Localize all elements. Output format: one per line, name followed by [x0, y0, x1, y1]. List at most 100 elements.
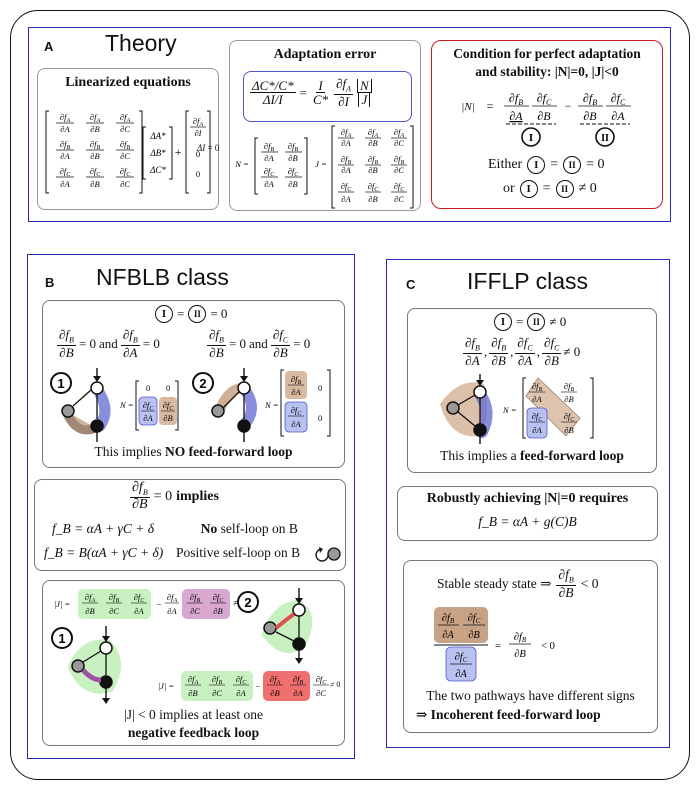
- svg-text:∂fB: ∂fB: [190, 592, 201, 604]
- panel-b-title: NFBLB class: [96, 264, 229, 290]
- circle-two: II: [563, 156, 582, 174]
- b-top-networks: 1 N = 0 0 ∂fC∂A ∂fC∂B 2: [48, 366, 340, 449]
- either-tail: = 0: [586, 157, 605, 172]
- svg-text:∂B: ∂B: [188, 688, 197, 698]
- c-stable-ratio-svg: ∂fB∂A ∂fC∂B ∂fC∂A = ∂fB∂B < 0: [434, 607, 555, 682]
- svg-text:∂B: ∂B: [564, 394, 573, 404]
- c-robust-eq: f_B = αA + g(C)B: [478, 514, 577, 529]
- b-mid-implies: implies: [176, 488, 219, 504]
- condition-box: [431, 40, 663, 209]
- svg-text:|J| =: |J| =: [158, 681, 174, 691]
- svg-text:∂C: ∂C: [120, 124, 130, 134]
- circle-two: II: [555, 180, 574, 198]
- b-top-eq-left: ∂fB∂B = 0 and ∂fB∂A = 0: [57, 327, 160, 360]
- svg-text:∂fB: ∂fB: [341, 154, 352, 166]
- svg-text:∂fA: ∂fA: [85, 592, 96, 604]
- b-mid-line1: f_B = αA + γC + δ No self-loop on B: [52, 521, 298, 537]
- c-top-network: N = ∂fB∂A ∂fB∂B ∂fC∂A ∂fC∂B: [420, 374, 610, 451]
- svg-text:∂C: ∂C: [109, 606, 119, 616]
- c-stable-box: [403, 560, 658, 733]
- adaptation-box: [229, 40, 421, 211]
- svg-text:∂fA: ∂fA: [341, 127, 352, 139]
- c-robust-box: [397, 486, 658, 541]
- b-bottom-net1-svg: 1: [51, 626, 121, 704]
- svg-text:∂I: ∂I: [194, 128, 202, 138]
- svg-text:I: I: [529, 132, 533, 144]
- svg-text:∂C: ∂C: [316, 688, 326, 698]
- svg-text:∂C: ∂C: [190, 606, 200, 616]
- panel-a-title: Theory: [105, 30, 177, 56]
- c-robust-heading: Robustly achieving |N|=0 requires: [426, 491, 629, 506]
- svg-text:∂A: ∂A: [442, 630, 454, 641]
- svg-text:∂A: ∂A: [293, 688, 303, 698]
- svg-text:∂fC: ∂fC: [291, 405, 303, 417]
- and: and: [99, 335, 118, 351]
- c-implies-text: This implies a: [440, 448, 517, 463]
- svg-text:∂B: ∂B: [163, 413, 172, 423]
- svg-text:∂C: ∂C: [120, 179, 130, 189]
- svg-text:∂A: ∂A: [341, 138, 351, 148]
- svg-text:∂A: ∂A: [291, 387, 301, 397]
- linearized-heading: Linearized equations: [65, 75, 191, 90]
- svg-text:0: 0: [196, 149, 200, 159]
- svg-text:2: 2: [199, 376, 206, 391]
- svg-text:∂B: ∂B: [583, 109, 597, 123]
- condition-heading-2: and stability: |N|=0, |J|<0: [475, 64, 619, 79]
- c-top-derivs: ∂fB∂A, ∂fB∂B, ∂fC∂A, ∂fC∂B ≠ 0: [463, 335, 581, 368]
- outer-frame: [10, 10, 690, 780]
- adaptation-formula-box: [243, 71, 412, 122]
- svg-text:∂C: ∂C: [394, 194, 404, 204]
- svg-text:=: =: [495, 641, 501, 652]
- b-top-box: [42, 300, 345, 468]
- b-bottom-conclusion: |J| < 0 implies at least one: [124, 707, 263, 722]
- c-top-ne0-2: ≠ 0: [563, 343, 581, 359]
- svg-text:∂fB: ∂fB: [368, 154, 379, 166]
- b-bottom-j2: |J| = ∂fA∂B ∂fB∂C ∂fC∂A − ∂fA∂B ∂fB∂A ∂f…: [155, 668, 335, 711]
- svg-text:∂A: ∂A: [455, 669, 467, 680]
- adaptation-heading: Adaptation error: [273, 47, 377, 62]
- panel-b: [27, 254, 355, 759]
- svg-text:J =: J =: [315, 159, 327, 169]
- svg-text:∂B: ∂B: [90, 124, 99, 134]
- svg-text:N =: N =: [119, 400, 134, 410]
- b-top-network-svg: 1 N = 0 0 ∂fC∂A ∂fC∂B 2: [50, 368, 331, 442]
- b-mid-line1-text: self-loop on B: [220, 521, 298, 536]
- condition-or: or I = II ≠ 0: [503, 180, 597, 198]
- svg-text:∂B: ∂B: [368, 138, 377, 148]
- c-stable-line3: The two pathways have different signs: [426, 688, 635, 703]
- b-mid-box: [34, 479, 346, 571]
- svg-text:∂fC: ∂fC: [236, 674, 248, 686]
- b-bottom-network-1: 1: [50, 622, 150, 711]
- svg-text:∂fB: ∂fB: [394, 154, 405, 166]
- svg-text:∂fC: ∂fC: [316, 674, 328, 686]
- svg-text:∂fB: ∂fB: [90, 139, 101, 151]
- svg-text:∂fC: ∂fC: [143, 400, 155, 412]
- svg-text:∂A: ∂A: [509, 109, 523, 123]
- svg-text:0: 0: [146, 383, 150, 393]
- svg-text:∂B: ∂B: [90, 151, 99, 161]
- svg-text:+: +: [174, 145, 182, 159]
- svg-text:∂B: ∂B: [213, 606, 222, 616]
- c-top-ne0: ≠ 0: [549, 314, 567, 329]
- svg-text:∂B: ∂B: [288, 179, 297, 189]
- b-mid-line1-bold: No: [200, 521, 218, 536]
- linearized-tail: ΔI = 0: [197, 143, 220, 153]
- svg-text:∂fC: ∂fC: [537, 91, 552, 107]
- svg-text:∂fC: ∂fC: [213, 592, 225, 604]
- svg-text:−: −: [157, 599, 162, 609]
- c-implies-bold: feed-forward loop: [520, 448, 624, 463]
- svg-text:∂B: ∂B: [270, 688, 279, 698]
- svg-text:∂B: ∂B: [564, 425, 573, 435]
- svg-text:∂fB: ∂fB: [509, 91, 523, 107]
- svg-text:∂B: ∂B: [537, 109, 551, 123]
- eq0: = 0: [293, 335, 311, 351]
- svg-text:∂B: ∂B: [85, 606, 94, 616]
- svg-text:∂fC: ∂fC: [163, 400, 175, 412]
- svg-text:1: 1: [57, 376, 64, 391]
- svg-text:∂C: ∂C: [212, 688, 222, 698]
- svg-text:ΔC*: ΔC*: [149, 165, 166, 175]
- svg-text:−: −: [565, 99, 572, 113]
- c-stable-lt0: < 0: [580, 576, 599, 592]
- svg-text:∂fC: ∂fC: [60, 166, 72, 178]
- svg-text:∂A: ∂A: [60, 151, 70, 161]
